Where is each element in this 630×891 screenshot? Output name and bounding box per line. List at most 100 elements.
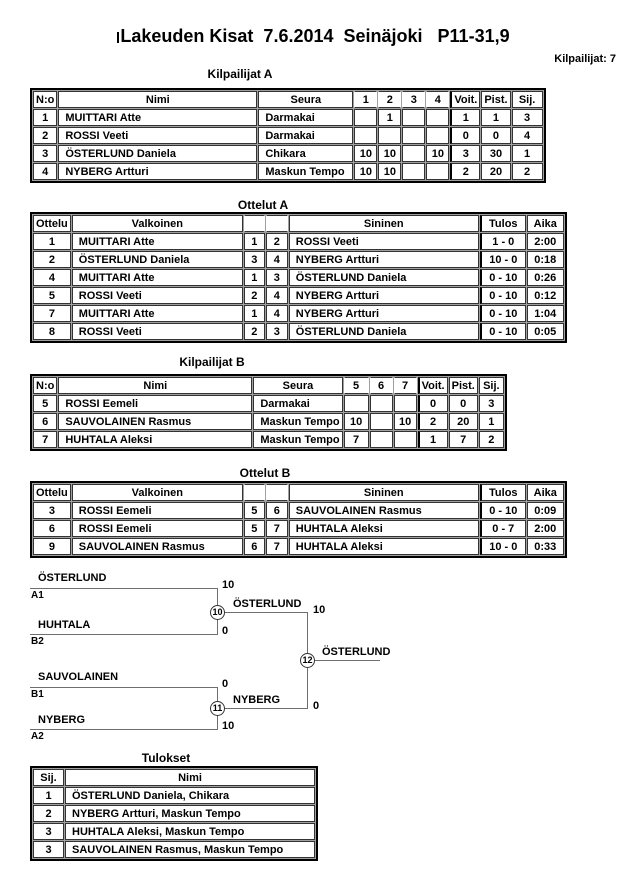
cell-no: 4 — [33, 163, 58, 180]
cell-points: 1 — [481, 109, 511, 126]
cell-white-name: MUITTARI Atte — [71, 305, 243, 322]
cell-round: 10 — [378, 145, 402, 162]
cell-name: HUHTALA Aleksi, Maskun Tempo — [65, 823, 315, 840]
cell-club: Darmakai — [258, 127, 354, 144]
cell-place: 1 — [478, 413, 504, 430]
cell-club: Darmakai — [258, 109, 354, 126]
bracket-winner-name: ÖSTERLUND — [233, 598, 302, 610]
bracket-line — [218, 708, 308, 709]
cell-match-no: 7 — [33, 305, 71, 322]
cell-round: 10 — [378, 163, 402, 180]
bracket-line — [30, 588, 218, 589]
cell-name: HUHTALA Aleksi — [58, 431, 253, 448]
cell-result: 0 - 7 — [479, 520, 526, 537]
cell-place: 2 — [511, 163, 543, 180]
table-row: 2 ROSSI Veeti Darmakai 0 0 4 — [33, 127, 543, 144]
cell-blue-name: NYBERG Artturi — [288, 287, 479, 304]
col-header-round-3: 3 — [402, 91, 426, 108]
cell-place: 2 — [33, 805, 64, 822]
cell-time: 0:26 — [526, 269, 564, 286]
cell-white-no: 1 — [243, 269, 265, 286]
cell-wins: 0 — [417, 395, 448, 412]
col-header-result: Tulos — [479, 215, 526, 232]
cell-wins: 2 — [450, 163, 481, 180]
bracket-match-circle: 12 — [300, 653, 315, 668]
col-header-round-5: 5 — [343, 377, 369, 394]
table-row: 6 ROSSI Eemeli 5 7 HUHTALA Aleksi 0 - 7 … — [33, 520, 564, 537]
cell-round: 7 — [343, 431, 369, 448]
cell-match-no: 3 — [33, 502, 71, 519]
cell-round — [354, 109, 378, 126]
cell-blue-name: HUHTALA Aleksi — [288, 538, 479, 555]
bracket-line — [30, 687, 218, 688]
cell-round — [369, 413, 393, 430]
cell-time: 0:33 — [526, 538, 564, 555]
cell-points: 7 — [448, 431, 478, 448]
bracket-line — [30, 634, 218, 635]
competitors-a-table: N:o Nimi Seura 1 2 3 4 Voit. Pist. Sij. … — [30, 88, 546, 183]
cell-match-no: 9 — [33, 538, 71, 555]
section-heading-results: Tulokset — [141, 751, 191, 765]
col-header-place: Sij. — [478, 377, 504, 394]
col-header-club: Seura — [253, 377, 343, 394]
cell-no: 6 — [33, 413, 58, 430]
cell-no: 3 — [33, 145, 58, 162]
cell-round: 10 — [426, 145, 450, 162]
cell-blue-name: ROSSI Veeti — [288, 233, 479, 250]
cell-blue-no: 7 — [265, 520, 288, 537]
cell-blue-no: 4 — [265, 251, 288, 268]
cell-match-no: 4 — [33, 269, 71, 286]
col-header-blue: Sininen — [288, 215, 479, 232]
cell-result: 1 - 0 — [479, 233, 526, 250]
table-row: 4 MUITTARI Atte 1 3 ÖSTERLUND Daniela 0 … — [33, 269, 564, 286]
col-header-time: Aika — [526, 215, 564, 232]
table-header-row: N:o Nimi Seura 1 2 3 4 Voit. Pist. Sij. — [33, 91, 543, 108]
col-header-name: Nimi — [58, 91, 258, 108]
cell-white-no: 5 — [243, 502, 265, 519]
cell-round — [402, 109, 426, 126]
cell-club: Maskun Tempo — [253, 431, 343, 448]
bracket-match-circle: 11 — [210, 701, 225, 716]
bracket-score: 0 — [313, 700, 320, 712]
col-header-points: Pist. — [448, 377, 478, 394]
cell-wins: 1 — [450, 109, 481, 126]
table-row: 8 ROSSI Veeti 2 3 ÖSTERLUND Daniela 0 - … — [33, 323, 564, 340]
table-row: 3 ROSSI Eemeli 5 6 SAUVOLAINEN Rasmus 0 … — [33, 502, 564, 519]
col-header-place: Sij. — [511, 91, 543, 108]
cell-round — [393, 431, 417, 448]
cell-place: 3 — [478, 395, 504, 412]
cell-match-no: 2 — [33, 251, 71, 268]
col-header-no: N:o — [33, 91, 58, 108]
cell-blue-no: 6 — [265, 502, 288, 519]
bracket-score: 10 — [222, 720, 235, 732]
col-header-round-6: 6 — [369, 377, 393, 394]
bracket-line — [30, 729, 218, 730]
bracket-champion-name: ÖSTERLUND — [322, 646, 391, 658]
cell-name: MUITTARI Atte — [58, 109, 258, 126]
cell-white-name: ROSSI Eemeli — [71, 502, 243, 519]
cell-blue-no: 3 — [265, 323, 288, 340]
cell-result: 0 - 10 — [479, 502, 526, 519]
bracket-player-name: NYBERG — [38, 714, 86, 726]
col-header-round-4: 4 — [426, 91, 450, 108]
col-header-round-2: 2 — [378, 91, 402, 108]
cell-white-name: MUITTARI Atte — [71, 269, 243, 286]
col-header-no: N:o — [33, 377, 58, 394]
table-row: 2 ÖSTERLUND Daniela 3 4 NYBERG Artturi 1… — [33, 251, 564, 268]
cell-blue-name: ÖSTERLUND Daniela — [288, 269, 479, 286]
cell-round — [426, 127, 450, 144]
competitors-b-table: N:o Nimi Seura 5 6 7 Voit. Pist. Sij. 5 … — [30, 374, 507, 451]
cell-white-no: 5 — [243, 520, 265, 537]
bracket-player-name: SAUVOLAINEN — [38, 671, 119, 683]
cell-name: NYBERG Artturi — [58, 163, 258, 180]
cell-white-name: SAUVOLAINEN Rasmus — [71, 538, 243, 555]
bracket-score: 10 — [222, 579, 235, 591]
cell-white-no: 1 — [243, 305, 265, 322]
cell-round: 10 — [343, 413, 369, 430]
bracket-line — [307, 660, 380, 661]
cell-time: 0:05 — [526, 323, 564, 340]
cell-name: ROSSI Eemeli — [58, 395, 253, 412]
cell-wins: 1 — [417, 431, 448, 448]
cell-no: 7 — [33, 431, 58, 448]
cell-white-name: ROSSI Veeti — [71, 323, 243, 340]
